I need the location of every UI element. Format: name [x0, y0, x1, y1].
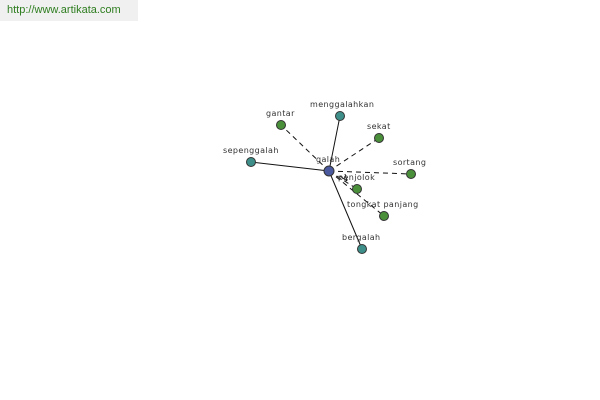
node-label-sekat: sekat — [367, 122, 391, 131]
node-label-gantar: gantar — [266, 109, 295, 118]
node-penjolok[interactable] — [352, 184, 362, 194]
node-gantar[interactable] — [276, 120, 286, 130]
edge-bergalah — [328, 170, 363, 250]
edge-sekat — [328, 137, 380, 172]
edge-gantar — [280, 124, 330, 172]
node-label-penjolok: penjolok — [338, 173, 375, 182]
edge-arrow-penjolok — [339, 173, 348, 182]
graph-labels: menggalahkan gantar sekat sepenggalah sortan… — [223, 100, 426, 242]
node-menggalahkan[interactable] — [335, 111, 345, 121]
edge-sortang — [328, 170, 412, 175]
url-banner: http://www.artikata.com — [0, 0, 138, 21]
site-link[interactable]: http://www.artikata.com — [7, 4, 121, 16]
node-center[interactable] — [323, 165, 335, 177]
node-label-center: galah — [316, 155, 340, 164]
edge-sepenggalah — [250, 161, 330, 172]
graph-nodes — [246, 111, 416, 254]
edge-penjolok — [328, 170, 358, 190]
node-label-menggalahkan: menggalahkan — [310, 100, 374, 109]
node-bergalah[interactable] — [357, 244, 367, 254]
graph-edges — [250, 115, 412, 250]
node-label-tongkat-panjang: tongkat panjang — [347, 200, 419, 209]
edge-tongkat-panjang — [328, 170, 385, 217]
node-sortang[interactable] — [406, 169, 416, 179]
node-tongkat-panjang[interactable] — [379, 211, 389, 221]
edge-menggalahkan — [328, 115, 341, 172]
node-sekat[interactable] — [374, 133, 384, 143]
node-label-bergalah: bergalah — [342, 233, 381, 242]
node-label-sortang: sortang — [393, 158, 426, 167]
node-sepenggalah[interactable] — [246, 157, 256, 167]
node-label-sepenggalah: sepenggalah — [223, 146, 279, 155]
